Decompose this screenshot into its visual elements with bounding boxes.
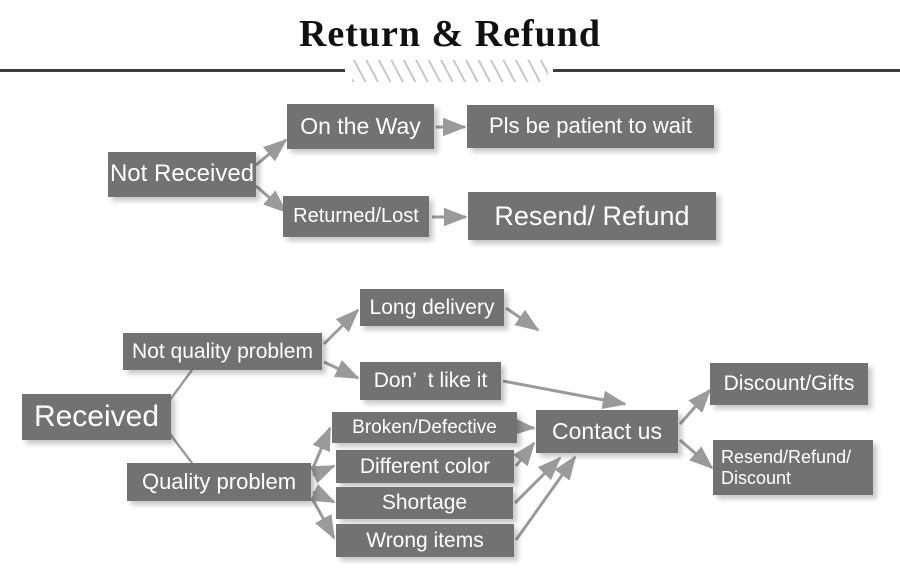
edge-contact-us-resend-refund-discount bbox=[679, 438, 714, 470]
edge-quality-broken bbox=[311, 426, 332, 469]
page-title: Return & Refund bbox=[298, 13, 602, 55]
edge-not-quality-long-delivery bbox=[322, 308, 360, 346]
edge-dont-like-contact-us bbox=[502, 379, 627, 410]
edge-wrong-items-contact-us bbox=[514, 455, 577, 541]
node-wrong_items: Wrong items bbox=[336, 524, 514, 557]
edge-received-quality bbox=[169, 433, 193, 464]
edge-not-received-on-the-way bbox=[255, 138, 288, 167]
edge-not-quality-dont-like bbox=[323, 360, 360, 380]
divider-line-right bbox=[553, 69, 900, 72]
node-contact_us: Contact us bbox=[536, 410, 678, 453]
edge-long-delivery-contact-us bbox=[505, 306, 540, 332]
edge-quality-different-color bbox=[309, 464, 336, 484]
node-discount_gifts: Discount/Gifts bbox=[710, 363, 868, 405]
node-not_quality: Not quality problem bbox=[123, 333, 322, 370]
edge-different-color-contact-us bbox=[512, 441, 536, 467]
node-dont_like: Don’ t like it bbox=[360, 362, 501, 400]
node-different_color: Different color bbox=[336, 450, 514, 483]
node-resend_refund: Resend/ Refund bbox=[468, 192, 716, 240]
hatch-ornament bbox=[352, 60, 548, 82]
edge-received-not-quality bbox=[169, 369, 193, 401]
edge-not-received-returned-lost bbox=[255, 184, 288, 214]
node-resend_refund_disc: Resend/Refund/ Discount bbox=[713, 440, 873, 495]
edge-contact-us-discount-gifts bbox=[678, 388, 712, 425]
edge-quality-shortage bbox=[309, 484, 336, 504]
node-not_received: Not Received bbox=[108, 152, 256, 197]
node-returned_lost: Returned/Lost bbox=[283, 196, 429, 237]
edge-quality-wrong-items bbox=[311, 499, 336, 540]
edge-broken-contact-us bbox=[511, 417, 536, 436]
node-shortage: Shortage bbox=[336, 487, 513, 519]
node-quality: Quality problem bbox=[127, 463, 311, 501]
node-on_the_way: On the Way bbox=[287, 104, 434, 149]
node-pls_wait: Pls be patient to wait bbox=[467, 105, 714, 148]
node-long_delivery: Long delivery bbox=[360, 289, 504, 326]
node-broken: Broken/Defective bbox=[332, 412, 517, 443]
divider-line-left bbox=[0, 69, 345, 72]
edge-shortage-contact-us bbox=[513, 456, 562, 505]
node-received: Received bbox=[22, 394, 171, 440]
